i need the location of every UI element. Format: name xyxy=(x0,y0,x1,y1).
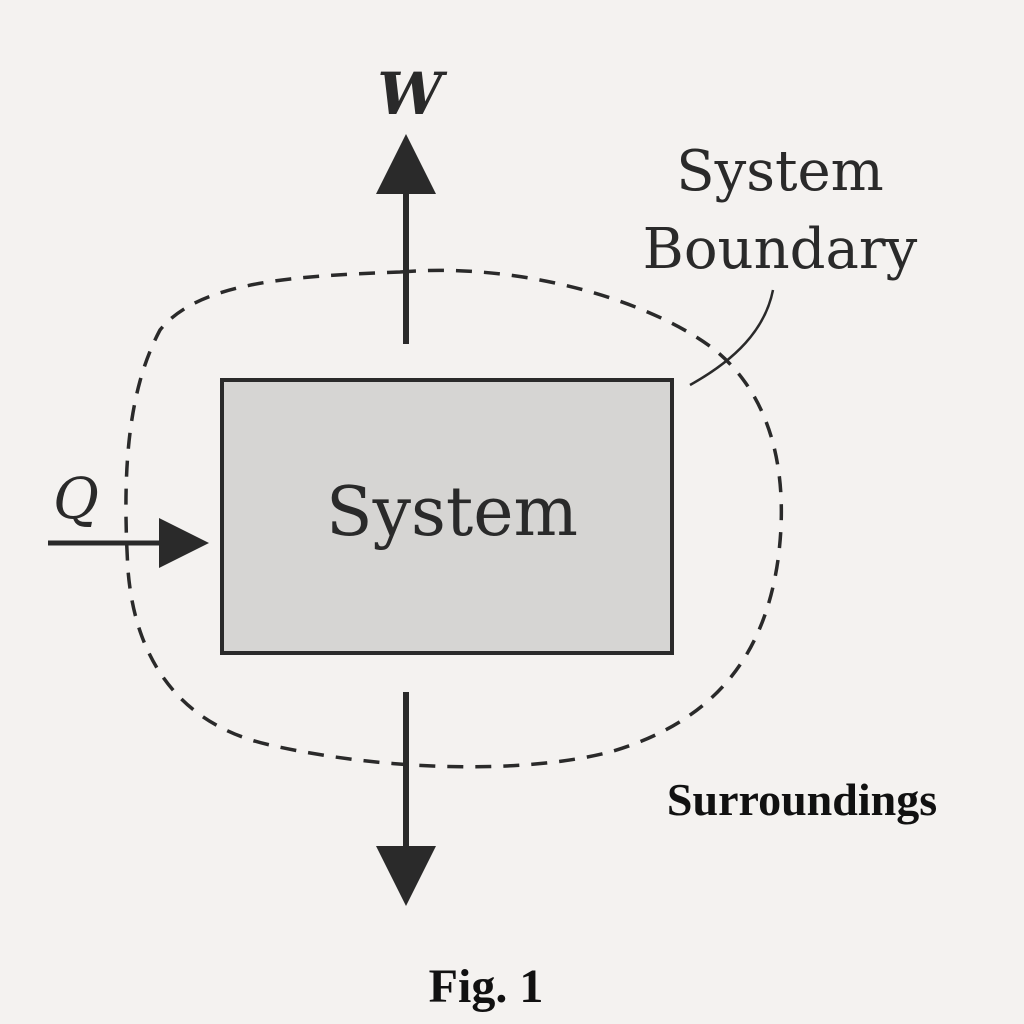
system-boundary-dashed xyxy=(124,268,784,769)
figure-caption: Fig. 1 xyxy=(429,960,544,1013)
boundary-label-line1: System xyxy=(676,139,883,204)
surroundings-label: Surroundings xyxy=(667,774,937,825)
system-label: System xyxy=(326,473,578,552)
heat-label: Q xyxy=(53,467,99,532)
work-label: W xyxy=(377,60,447,128)
boundary-leader-line xyxy=(689,289,775,387)
system-box xyxy=(220,378,674,655)
boundary-label-line2: Boundary xyxy=(643,217,918,282)
